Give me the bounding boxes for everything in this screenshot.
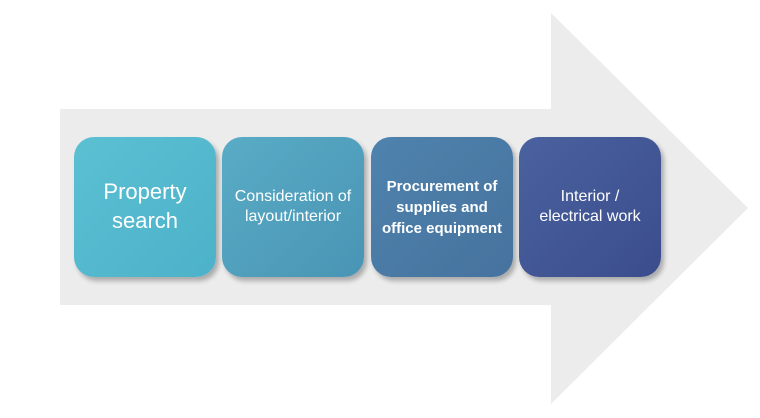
step-label: Interior / electrical work <box>539 188 641 225</box>
step-property-search: Property search <box>74 137 216 277</box>
step-procurement: Procurement of supplies and office equip… <box>371 137 513 277</box>
step-interior-electrical-work: Interior / electrical work <box>519 137 661 277</box>
step-label: Procurement of supplies and office equip… <box>381 177 502 237</box>
step-label: Consideration of layout/interior <box>234 188 352 225</box>
step-label: Property search <box>103 179 187 233</box>
step-layout-consideration: Consideration of layout/interior <box>222 137 364 277</box>
